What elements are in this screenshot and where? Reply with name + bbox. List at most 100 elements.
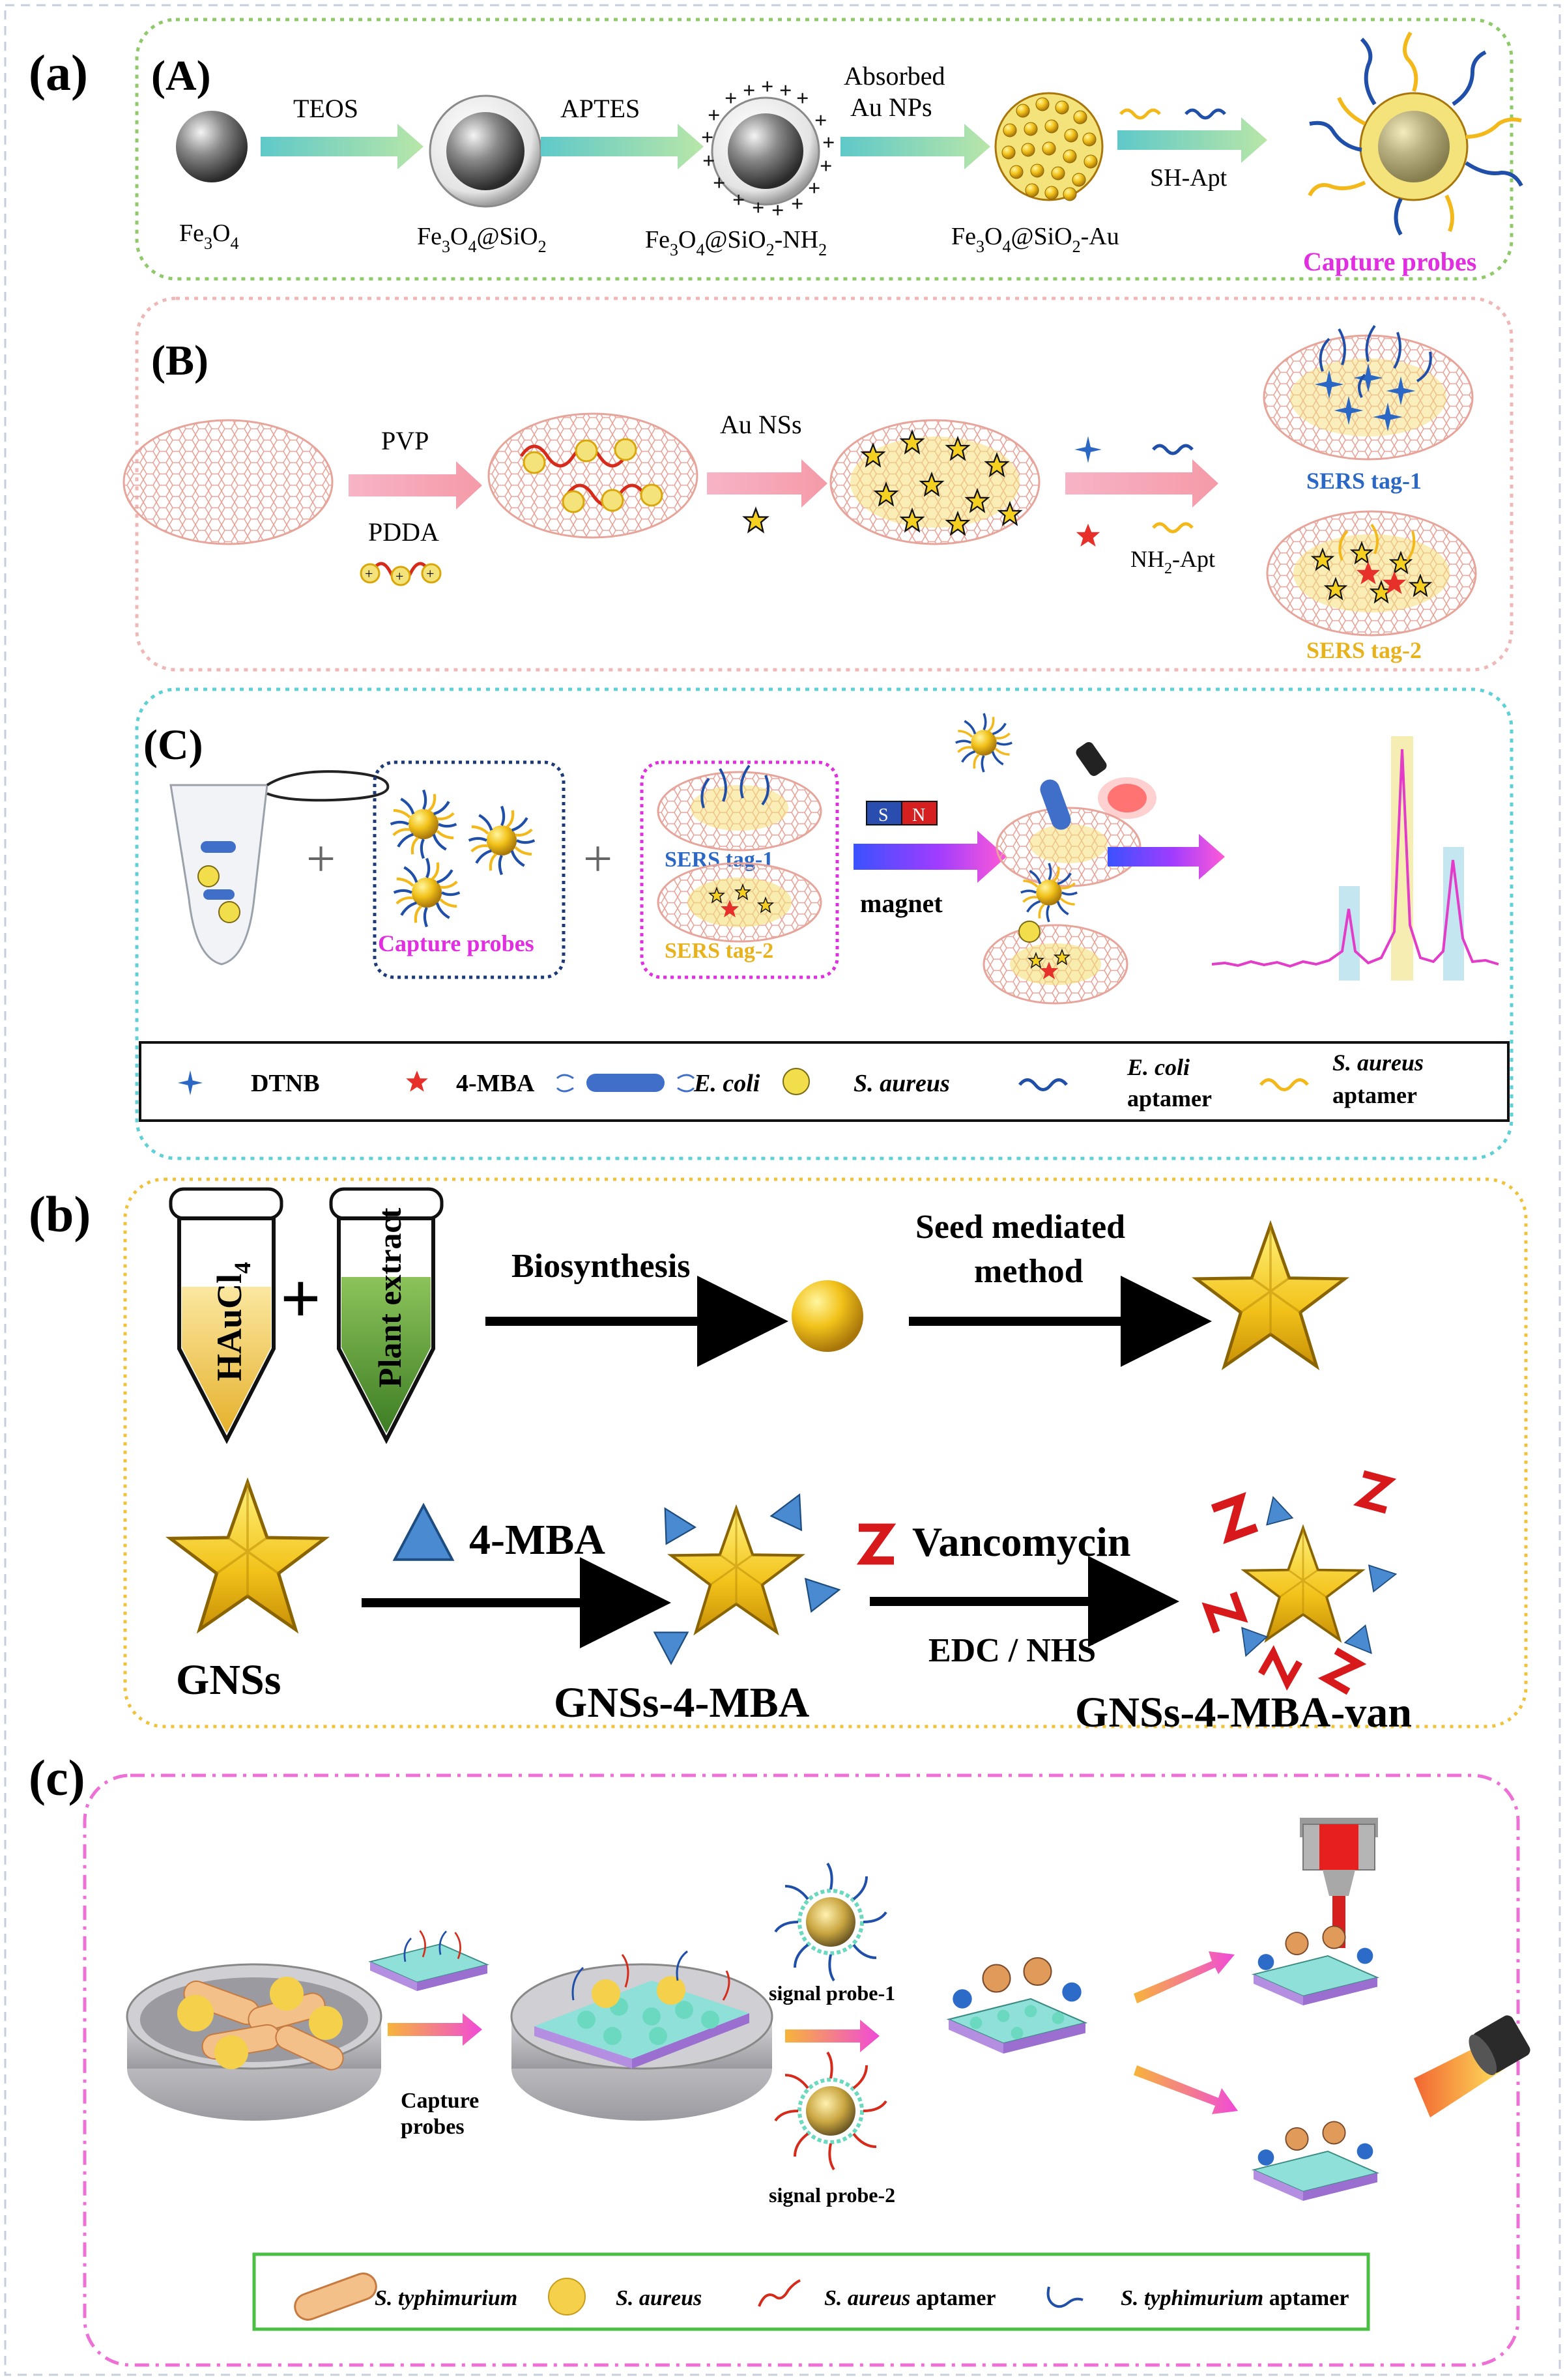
svg-text:+: +	[426, 566, 434, 582]
nh2-apt-label: NH2-Apt	[1130, 546, 1215, 577]
fe3o4-sio2-nh2-label: Fe3O4@SiO2-NH2	[645, 226, 827, 259]
svg-text:+: +	[702, 149, 715, 173]
plus-C-2: +	[583, 831, 612, 888]
fluorescence-light-icon	[1414, 2015, 1530, 2117]
capture-probe-large	[1308, 31, 1523, 236]
capture-probes-box	[373, 760, 566, 979]
legend-typhimurium: S. typhimurium	[294, 2272, 517, 2321]
svg-text:S. aureus: S. aureus	[616, 2286, 702, 2310]
label-c: (c)	[29, 1749, 85, 1806]
fluorescence-readout-chip	[1253, 2121, 1378, 2201]
capture-probes-group-C	[391, 790, 535, 927]
raman-laser-icon	[1300, 1818, 1378, 1948]
svg-text:S: S	[878, 805, 889, 825]
panel-c-legend-box	[252, 2252, 1370, 2331]
mba-star-icon-B	[1076, 523, 1100, 547]
svg-text:+: +	[752, 196, 764, 220]
plus-b: +	[280, 1259, 321, 1338]
vancomycin-icon	[859, 1528, 894, 1560]
biosynthesis-label: Biosynthesis	[511, 1248, 691, 1285]
panel-C-frame	[135, 687, 1514, 1160]
graphene-sheet-3	[829, 419, 1041, 545]
svg-text:+: +	[701, 126, 713, 150]
fe3o4-label: Fe3O4	[179, 220, 238, 253]
svg-text:N: N	[912, 805, 925, 825]
svg-text:+: +	[743, 79, 755, 103]
svg-text:+: +	[779, 79, 792, 103]
sample-tube	[169, 770, 390, 966]
arrow-to-sers	[1134, 1951, 1235, 2003]
panel-b-frame	[123, 1177, 1528, 1728]
sh-apt-label: SH-Apt	[1150, 164, 1228, 192]
arrow-magnet	[854, 831, 1007, 883]
panel-A-frame	[135, 18, 1514, 281]
saureus-icon	[782, 1068, 810, 1095]
capture-probes-label-C: Capture probes	[378, 930, 534, 956]
svg-text:+: +	[725, 87, 737, 111]
gold-nanostar-1	[1196, 1225, 1345, 1366]
label-B: (B)	[151, 337, 208, 384]
svg-text:+: +	[708, 104, 720, 128]
mba-triangle-icon	[393, 1504, 454, 1561]
legend-aureus: S. aureus	[548, 2278, 702, 2315]
plant-extract-tube	[329, 1187, 444, 1444]
seed-mediated-label-2: method	[974, 1253, 1084, 1290]
fe3o4-sio2-au-label: Fe3O4@SiO2-Au	[951, 223, 1119, 256]
gnss-label: GNSs	[176, 1656, 281, 1704]
typhimurium-icon	[294, 2272, 377, 2321]
gnss-4-mba-label: GNSs-4-MBA	[554, 1679, 810, 1727]
sers-tag-2-label-B: SERS tag-2	[1306, 637, 1422, 663]
legend-ecoli-aptamer: E. coli aptamer	[1018, 1054, 1212, 1111]
gold-seed-particle	[792, 1280, 863, 1352]
svg-text:+: +	[796, 87, 809, 111]
svg-text:+: +	[732, 188, 745, 212]
signal-probe-1-label: signal probe-1	[769, 1981, 895, 2005]
sers-tag-2-sheet	[1266, 510, 1477, 637]
label-A: (A)	[151, 52, 211, 100]
sers-tag-2-label-C: SERS tag-2	[665, 939, 773, 963]
arrow-sh-apt	[1117, 117, 1267, 163]
ecoli-bacterium-icon	[556, 1074, 695, 1093]
graphene-sheet-1	[122, 419, 334, 545]
yellow-aptamer-icon-B	[1152, 522, 1194, 534]
svg-text:E. coli: E. coli	[693, 1070, 760, 1097]
fe3o4-sio2-label: Fe3O4@SiO2	[417, 223, 547, 256]
au-nss-label: Au NSs	[720, 410, 802, 439]
haucl4-label: HAuCl4	[210, 1262, 255, 1381]
svg-text:S. aureus: S. aureus	[854, 1070, 950, 1097]
svg-text:+: +	[808, 177, 820, 201]
svg-text:aptamer: aptamer	[1127, 1085, 1212, 1111]
signal-probe-1	[774, 1862, 887, 1982]
sers-tag-1-sheet	[1263, 324, 1474, 461]
capture-probe-chip-c	[369, 1930, 488, 1992]
arrow-nh2-apt	[1065, 459, 1218, 508]
fe3o4-particle	[176, 111, 248, 182]
ecoli-aptamer-icon	[1018, 1078, 1068, 1091]
svg-text:S. aureus aptamer: S. aureus aptamer	[824, 2286, 996, 2310]
haucl4-tube	[169, 1187, 283, 1444]
legend-saureus: S. aureus	[782, 1068, 950, 1097]
captured-complex-1	[955, 712, 1141, 887]
gnss-4-mba-van-particle	[1206, 1474, 1399, 1691]
pvp-label: PVP	[381, 426, 429, 455]
svg-text:+: +	[791, 192, 803, 216]
plus-C-1: +	[306, 831, 336, 888]
page-frame	[4, 4, 1561, 2376]
legend-ecoli: E. coli	[556, 1070, 760, 1097]
panel-c-frame	[83, 1773, 1520, 2367]
capture-probes-label-A: Capture probes	[1303, 247, 1476, 276]
arrow-signal-c	[785, 2020, 880, 2052]
au-nps-label: Au NPs	[850, 93, 932, 122]
arrow-aptes	[541, 124, 704, 169]
label-a: (a)	[29, 44, 88, 101]
svg-text:+: +	[713, 171, 725, 195]
svg-text:S. aureus: S. aureus	[1332, 1050, 1424, 1076]
svg-text:+: +	[820, 154, 832, 179]
laser-icon-C	[1076, 742, 1156, 819]
svg-text:S. typhimurium: S. typhimurium	[375, 2286, 517, 2310]
sers-readout-chip	[1253, 1925, 1378, 2006]
aureus-aptamer-icon	[758, 2279, 801, 2307]
magnet-icon: S N	[866, 801, 938, 825]
arrow-au-nss	[707, 459, 827, 508]
